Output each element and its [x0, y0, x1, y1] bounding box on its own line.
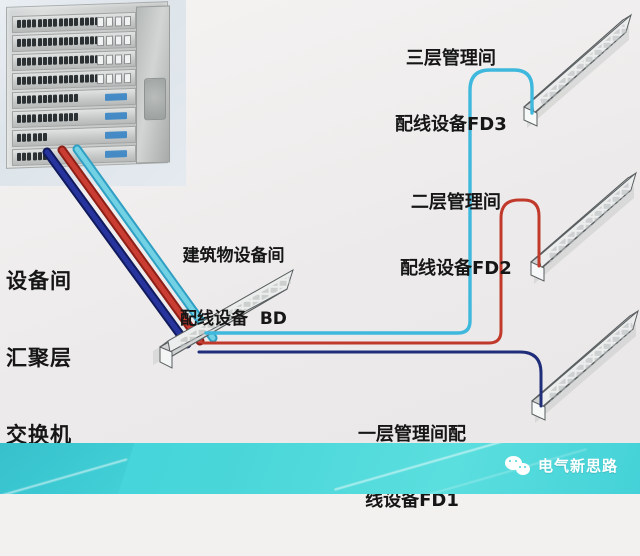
banner-streak [0, 458, 128, 494]
aggregation-switch-photo [0, 0, 186, 186]
wechat-icon [504, 455, 531, 476]
label-line: 三层管理间 [405, 47, 496, 69]
label-line: 设备间 [6, 269, 72, 294]
label-line: 配线设备 BD [180, 308, 287, 329]
fd3-link-cable [204, 68, 534, 335]
fd2-link-cable [201, 198, 541, 345]
watermark: 电气新思路 [504, 455, 618, 476]
diagram-canvas: 设备间 汇聚层 交换机 建筑物设备间 配线设备 BD 三层管理间 配线设备FD3… [0, 0, 640, 494]
bottom-banner: 电气新思路 [0, 443, 640, 494]
fd1-link-cable [197, 350, 543, 408]
label-line: 配线设备FD3 [395, 113, 507, 135]
fd2-patch-panel [530, 171, 637, 284]
bd-patch-panel [153, 268, 294, 369]
fd1-patch-panel [531, 309, 639, 423]
label-bd: 建筑物设备间 配线设备 BD [180, 205, 287, 371]
label-line: 汇聚层 [6, 346, 72, 371]
trunk-cable-bundle [42, 144, 218, 349]
label-line: 二层管理间 [410, 191, 501, 213]
fd3-patch-panel [523, 13, 632, 128]
label-fd2: 二层管理间 配线设备FD2 [400, 148, 512, 324]
label-line: 配线设备FD2 [400, 257, 512, 279]
label-line: 建筑物设备间 [182, 246, 285, 267]
label-fd3: 三层管理间 配线设备FD3 [395, 4, 507, 180]
watermark-text: 电气新思路 [537, 457, 618, 475]
cable-and-panel-layer [42, 13, 639, 423]
label-line: 一层管理间配 [358, 423, 466, 445]
